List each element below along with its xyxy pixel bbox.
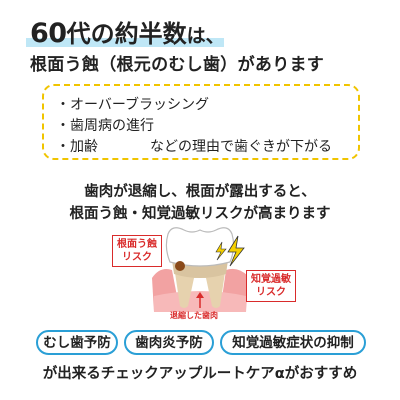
- reason-item: ・歯周病の進行: [56, 118, 154, 134]
- headline-line2: 根面う蝕（根元のむし歯）があります: [30, 55, 325, 75]
- reason-suffix: などの理由で歯ぐきが下がる: [150, 139, 332, 155]
- reasons-box: [42, 84, 360, 160]
- lightning-icon: [227, 235, 245, 267]
- hypersensitivity-risk-tag: 知覚過敏 リスク: [246, 270, 296, 302]
- hyper-tag-line2: リスク: [256, 287, 286, 298]
- headline-line1: 60代の約半数は、: [30, 14, 225, 52]
- caries-risk-tag: 根面う蝕 リスク: [112, 235, 162, 267]
- receded-gum-label: 退縮した歯肉: [170, 311, 218, 320]
- headline-rest: 代の約半数: [66, 20, 187, 48]
- hyper-tag-line1: 知覚過敏: [251, 274, 291, 285]
- explanation-line2: 根面う蝕・知覚過敏リスクが高まります: [69, 206, 331, 222]
- tooth-illustration: [152, 227, 248, 312]
- benefit-pill-hypersensitivity-relief: 知覚過敏症状の抑制: [220, 330, 366, 355]
- headline-highlight: [26, 38, 224, 47]
- caries-tag-line1: 根面う蝕: [117, 239, 157, 250]
- footer-recommendation: が出来るチェックアップルートケアαがおすすめ: [42, 366, 358, 382]
- caries-spot: [175, 261, 185, 271]
- benefit-pill-gingivitis-prevention: 歯肉炎予防: [124, 330, 214, 355]
- reason-item: ・オーバーブラッシング: [56, 97, 210, 113]
- caries-tag-line2: リスク: [122, 252, 152, 263]
- tooth-crown: [165, 227, 235, 267]
- explanation-line1: 歯肉が退縮し、根面が露出すると、: [84, 184, 316, 200]
- benefit-pill-caries-prevention: むし歯予防: [36, 330, 118, 355]
- reason-item: ・加齢: [56, 139, 98, 155]
- headline-particle: は、: [186, 25, 225, 47]
- receded-arrow: [196, 292, 204, 298]
- lightning-icon: [215, 241, 227, 261]
- headline-number: 60: [30, 18, 67, 49]
